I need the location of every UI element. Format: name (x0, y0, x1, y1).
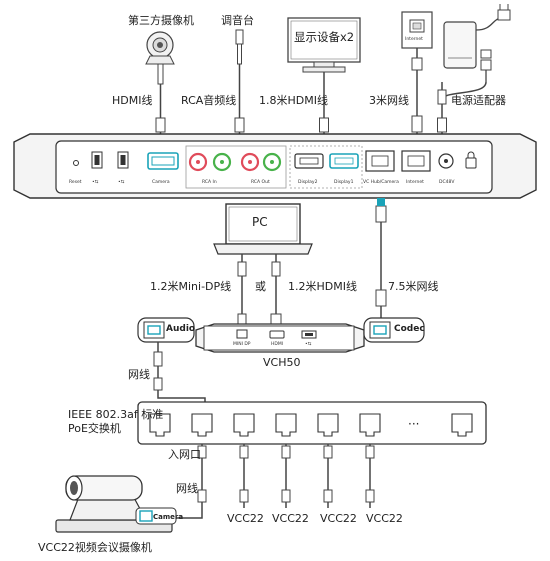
port-camera: Camera (152, 180, 170, 185)
label-hdmi-cable: HDMI线 (112, 94, 153, 107)
port-reset: Reset (69, 180, 82, 185)
label-vcc22-3: VCC22 (320, 512, 357, 525)
label-net-7-5: 7.5米网线 (388, 280, 439, 293)
label-mixer: 调音台 (221, 14, 254, 27)
label-third-party-camera: 第三方摄像机 (128, 14, 194, 27)
label-power-adapter: 电源适配器 (451, 94, 506, 107)
label-vcc22-4: VCC22 (366, 512, 403, 525)
port-display1: Display1 (334, 180, 354, 185)
hub-switch-cable (157, 342, 206, 402)
label-vcc22-2: VCC22 (272, 512, 309, 525)
label-rca-cable: RCA音频线 (181, 94, 237, 107)
label-uplink: 入网口 (168, 448, 201, 461)
label-net-cable: 网线 (128, 368, 150, 381)
hub-port-usb: •⇆ (305, 342, 312, 347)
plug (153, 377, 163, 391)
label-switch-poe: PoE交换机 (68, 422, 121, 435)
hub-port-hdmi: HDMI (271, 342, 284, 347)
label-audio: Audio (166, 324, 196, 334)
third-party-camera (145, 31, 175, 85)
label-vch50: VCH50 (263, 356, 301, 369)
port-vc-hub: VC Hub/Camera (363, 180, 399, 185)
label-hdmi-1-2: 1.2米HDMI线 (288, 280, 357, 293)
label-internet-jack: Internet (405, 37, 423, 42)
port-usb-1: •⇆ (92, 180, 99, 185)
plug (153, 351, 163, 367)
lower-plugs (197, 445, 375, 503)
port-rca-out: RCA Out (251, 180, 270, 185)
label-switch-standard: IEEE 802.3af 标准 (68, 408, 164, 421)
label-ellipsis: ··· (408, 417, 420, 431)
vc-codec-unit (13, 133, 537, 199)
label-net-3m: 3米网线 (369, 94, 409, 107)
label-codec: Codec (394, 324, 425, 334)
label-vcc22-1: VCC22 (227, 512, 264, 525)
label-net-cable-2: 网线 (176, 482, 198, 495)
vch50-hub (137, 317, 425, 353)
port-internet: Internet (406, 180, 424, 185)
port-usb-2: •⇆ (118, 180, 125, 185)
mixer-plug (235, 29, 244, 65)
label-display-x2: 显示设备x2 (294, 30, 355, 44)
vcc22-camera (55, 475, 177, 533)
label-pc: PC (252, 215, 268, 229)
display-device (287, 17, 361, 73)
codec-top-plugs (155, 57, 447, 133)
hub-port-minidp: MINI DP (233, 342, 251, 347)
label-or: 或 (255, 280, 266, 293)
teal-cable-tip (377, 198, 385, 206)
pc-laptop (213, 203, 313, 255)
power-adapter (443, 4, 511, 82)
label-minidp-cable: 1.2米Mini-DP线 (150, 280, 232, 293)
label-camera-tag: Camera (153, 513, 184, 521)
port-display2: Display2 (298, 180, 318, 185)
port-dc48v: DC48V (439, 180, 455, 185)
internet-wall-jack (401, 11, 433, 49)
middle-plugs (237, 205, 387, 331)
label-vcc22-camera: VCC22视频会议摄像机 (38, 541, 152, 554)
poe-switch (137, 401, 487, 445)
label-hdmi-1-8: 1.8米HDMI线 (259, 94, 328, 107)
port-rca-in: RCA In (202, 180, 217, 185)
